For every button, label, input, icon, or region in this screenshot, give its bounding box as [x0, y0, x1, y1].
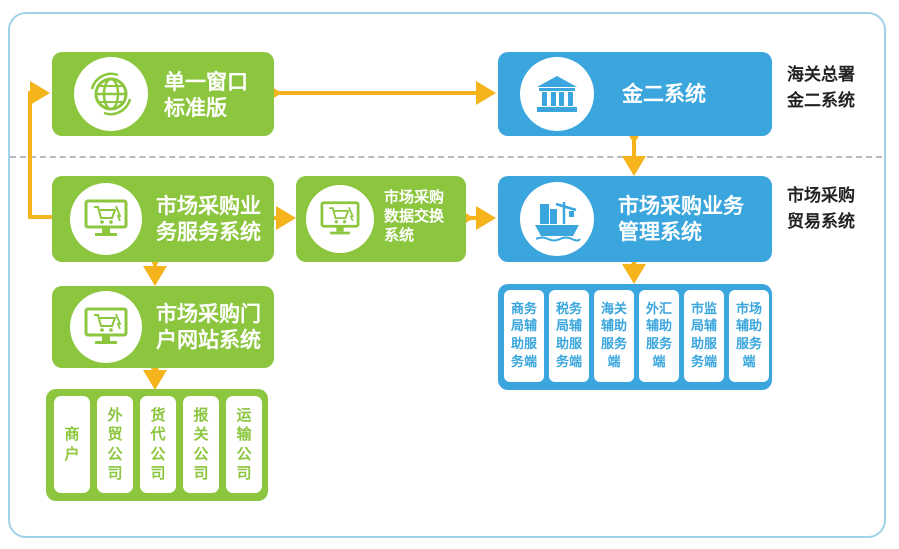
bank-icon [520, 57, 594, 131]
section-divider [10, 156, 882, 158]
client-market: 市场 辅助 服务 端 [729, 290, 769, 382]
jin-er-box: 金二系统 [498, 52, 772, 136]
data-exchange-box: 市场采购 数据交换 系统 [296, 176, 466, 262]
client-tax-bureau: 税务 局辅 助服 务端 [549, 290, 589, 382]
shopping-cart-monitor-icon [70, 183, 142, 255]
market-management-box: 市场采购业务 管理系统 [498, 176, 772, 262]
shopping-cart-monitor-icon [306, 185, 374, 253]
user-transport-company: 运 输 公 司 [226, 396, 262, 493]
portal-box: 市场采购门 户网站系统 [52, 286, 274, 368]
shopping-cart-monitor-icon [70, 291, 142, 363]
client-commerce-bureau: 商务 局辅 助服 务端 [504, 290, 544, 382]
diagram-frame [8, 12, 886, 538]
single-window-title: 单一窗口 标准版 [164, 70, 248, 121]
client-market-supervision: 市监 局辅 助服 务端 [684, 290, 724, 382]
market-service-box: 市场采购业 务服务系统 [52, 176, 274, 262]
single-window-box: 单一窗口 标准版 [52, 52, 274, 136]
management-clients-group: 商务 局辅 助服 务端 税务 局辅 助服 务端 海关 辅助 服务 端 外汇 辅助… [498, 284, 772, 390]
market-service-title: 市场采购业 务服务系统 [156, 194, 261, 245]
cargo-ship-icon [520, 182, 594, 256]
user-trade-company: 外 贸 公 司 [97, 396, 133, 493]
arrow-service-to-single-window [28, 81, 52, 219]
client-forex: 外汇 辅助 服务 端 [639, 290, 679, 382]
data-exchange-title: 市场采购 数据交换 系统 [384, 188, 445, 244]
market-management-title: 市场采购业务 管理系统 [618, 194, 744, 245]
user-forwarder: 货 代 公 司 [140, 396, 176, 493]
portal-users-group: 商 户 外 贸 公 司 货 代 公 司 报 关 公 司 运 输 公 司 [46, 389, 268, 501]
customs-side-label: 海关总署 金二系统 [787, 65, 855, 112]
user-customs-broker: 报 关 公 司 [183, 396, 219, 493]
client-customs: 海关 辅助 服务 端 [594, 290, 634, 382]
globe-icon [74, 57, 148, 131]
portal-title: 市场采购门 户网站系统 [156, 302, 261, 353]
user-merchant: 商 户 [54, 396, 90, 493]
trade-side-label: 市场采购 贸易系统 [787, 186, 855, 233]
jin-er-title: 金二系统 [622, 82, 706, 106]
